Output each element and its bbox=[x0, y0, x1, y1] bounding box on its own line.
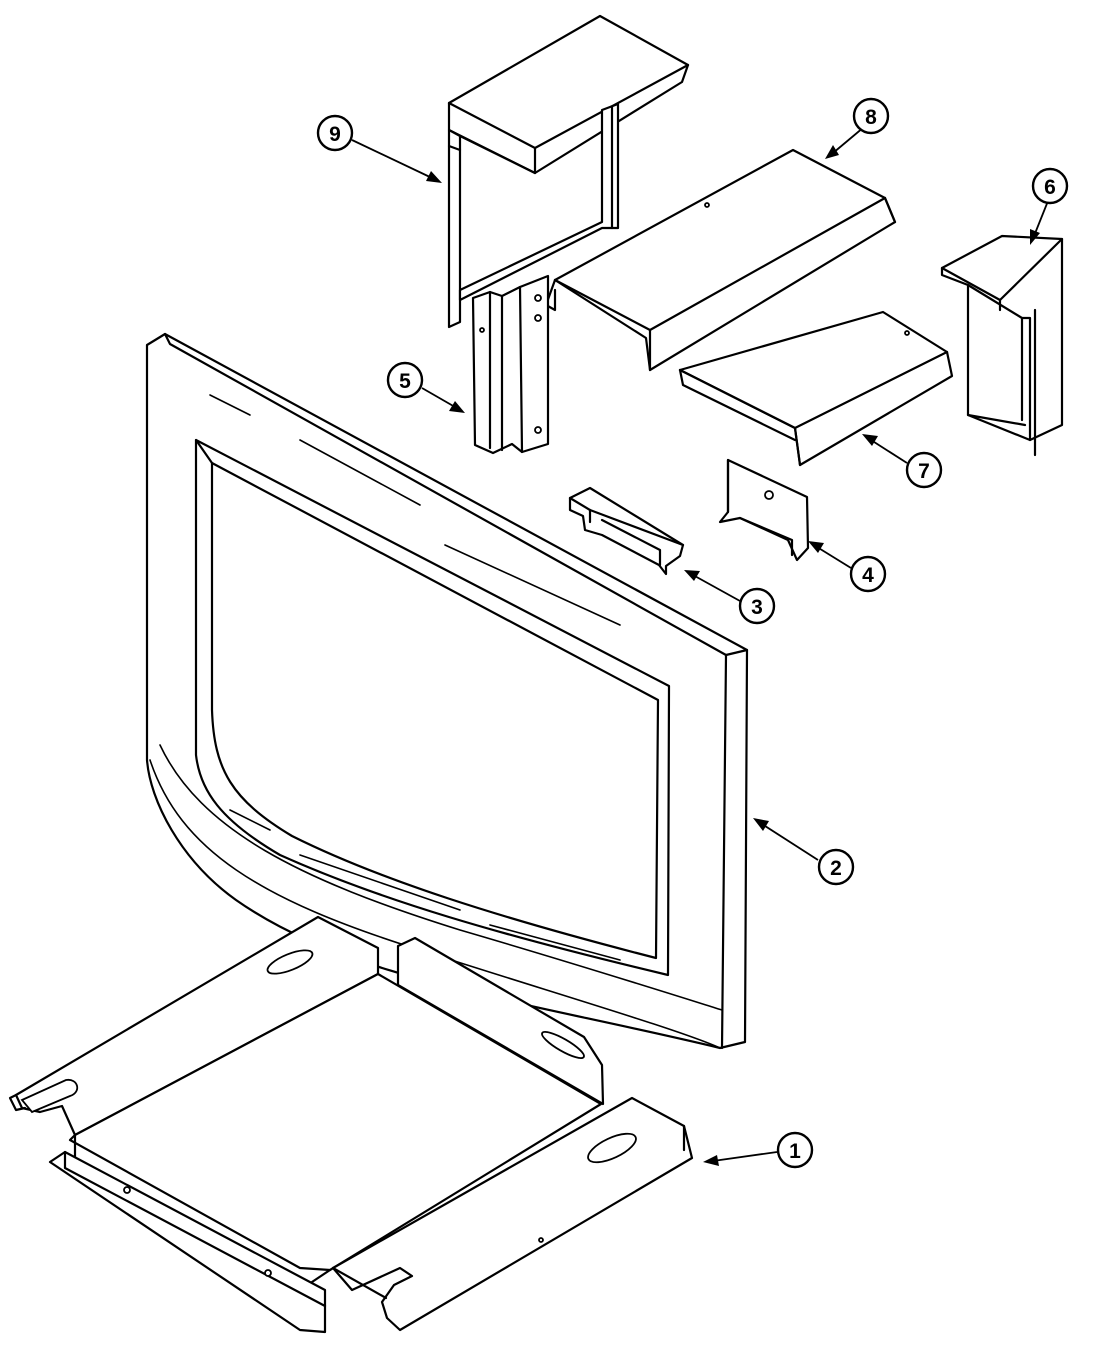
callout-5: 5 bbox=[386, 361, 465, 413]
part-6-side-box bbox=[940, 234, 1064, 457]
part-7-channel bbox=[678, 310, 954, 467]
callout-5-label: 5 bbox=[399, 370, 411, 393]
callout-1: 1 bbox=[703, 1131, 814, 1169]
callout-3-label: 3 bbox=[751, 596, 763, 619]
callout-6: 6 bbox=[1030, 167, 1069, 245]
callout-9-label: 9 bbox=[329, 123, 341, 146]
callout-2: 2 bbox=[753, 818, 855, 886]
callout-8: 8 bbox=[825, 97, 890, 159]
part-4-plate bbox=[718, 458, 810, 562]
part-5-bracket bbox=[471, 274, 550, 455]
callout-4-label: 4 bbox=[862, 564, 874, 587]
callout-8-label: 8 bbox=[865, 106, 877, 129]
callout-7-label: 7 bbox=[918, 460, 930, 483]
callout-1-label: 1 bbox=[789, 1140, 801, 1163]
callout-7: 7 bbox=[862, 434, 943, 489]
callout-9: 9 bbox=[316, 114, 442, 183]
callout-6-label: 6 bbox=[1044, 176, 1056, 199]
part-3-bracket bbox=[568, 486, 685, 576]
callout-4: 4 bbox=[808, 541, 887, 593]
part-2-front-frame bbox=[145, 332, 749, 1050]
part-8-channel bbox=[544, 148, 897, 372]
part-1-base bbox=[8, 915, 694, 1334]
part-9-cover bbox=[447, 14, 690, 329]
callout-3: 3 bbox=[684, 570, 776, 625]
callout-2-label: 2 bbox=[830, 857, 842, 880]
